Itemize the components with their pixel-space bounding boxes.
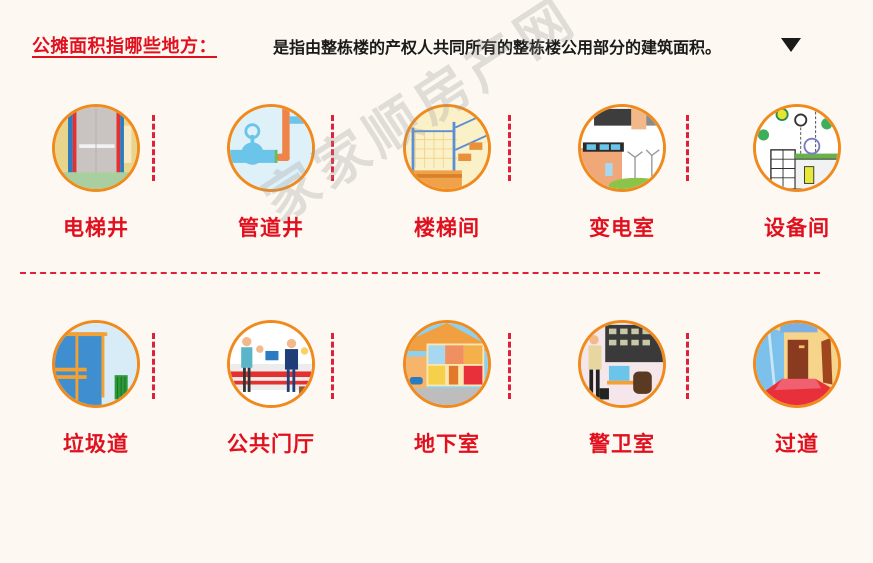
- vertical-divider: [686, 333, 689, 399]
- horizontal-divider: [20, 272, 820, 274]
- down-triangle-icon: [781, 38, 801, 52]
- page-title: 公摊面积指哪些地方：: [32, 36, 217, 57]
- label-stairwell: 楼梯间: [414, 216, 480, 240]
- label-guard-room: 警卫室: [589, 432, 655, 456]
- label-equipment-room: 设备间: [764, 216, 830, 240]
- pipe-shaft-icon: [227, 104, 315, 192]
- vertical-divider: [331, 333, 334, 399]
- guard-room-icon: [578, 320, 666, 408]
- stairwell-icon: [403, 104, 491, 192]
- vertical-divider: [152, 115, 155, 181]
- substation-icon: [578, 104, 666, 192]
- vertical-divider: [152, 333, 155, 399]
- header: 公摊面积指哪些地方： 是指由整栋楼的产权人共同所有的整栋楼公用部分的建筑面积。: [32, 30, 852, 58]
- label-elevator-shaft: 电梯井: [63, 216, 129, 240]
- corridor-icon: [753, 320, 841, 408]
- vertical-divider: [508, 115, 511, 181]
- label-garbage-chute: 垃圾道: [63, 432, 129, 456]
- label-public-lobby: 公共门厅: [227, 432, 315, 456]
- vertical-divider: [686, 115, 689, 181]
- label-pipe-shaft: 管道井: [238, 216, 304, 240]
- label-basement: 地下室: [414, 432, 480, 456]
- public-lobby-icon: [227, 320, 315, 408]
- label-corridor: 过道: [775, 432, 819, 456]
- definition-text: 是指由整栋楼的产权人共同所有的整栋楼公用部分的建筑面积。: [273, 38, 722, 57]
- equipment-room-icon: [753, 104, 841, 192]
- elevator-shaft-icon: [52, 104, 140, 192]
- garbage-chute-icon: [52, 320, 140, 408]
- basement-icon: [403, 320, 491, 408]
- vertical-divider: [508, 333, 511, 399]
- label-substation: 变电室: [589, 216, 655, 240]
- vertical-divider: [331, 115, 334, 181]
